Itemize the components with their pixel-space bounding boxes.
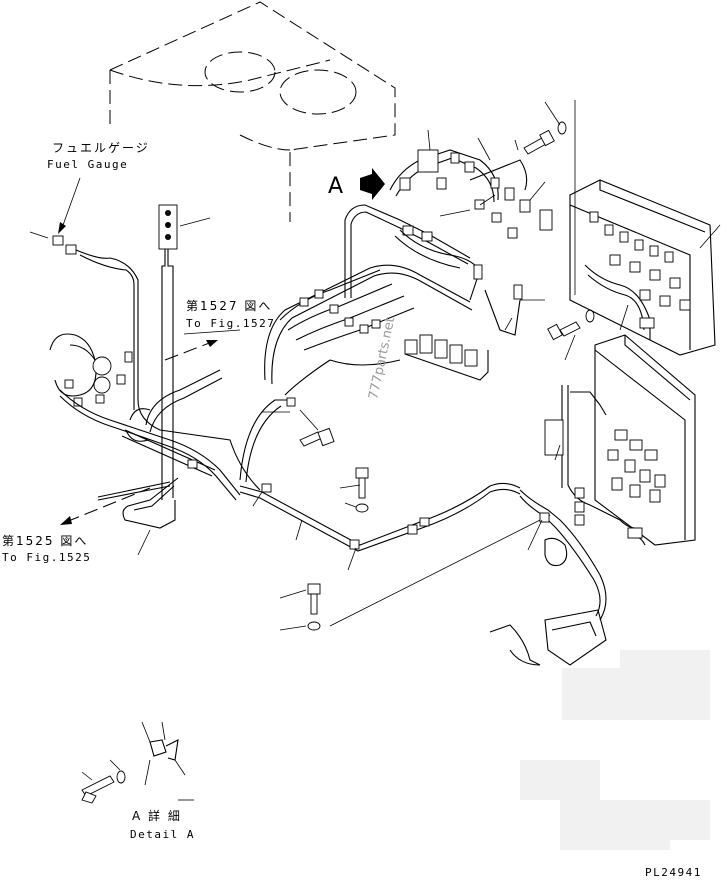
drawing-number: PL24941 (645, 866, 702, 879)
switch-panel (158, 204, 211, 500)
watermark: 777parts.net (366, 316, 398, 401)
fig1525-label-jp: 第1525 図へ (2, 534, 88, 548)
fuse-box (569, 100, 716, 356)
fuel-gauge-label-jp: フュエルゲージ (52, 141, 150, 155)
fuel-gauge-label-en: Fuel Gauge (47, 158, 128, 171)
bolts-and-washers (299, 121, 595, 631)
fig1527-label-en: To Fig.1527 (186, 317, 275, 330)
fuel-tank-outline (109, 1, 396, 222)
view-arrow-A: A (328, 168, 385, 200)
main-harness (97, 359, 521, 552)
fig1525-label-en: To Fig.1525 (2, 551, 91, 564)
valve-harness-area (264, 264, 489, 385)
lower-right-harness (489, 489, 607, 666)
detail-a: A 詳 細 Detail A (81, 721, 195, 841)
detail-label-jp: A 詳 細 (132, 808, 182, 823)
fig1527-label-jp: 第1527 図へ (186, 299, 272, 313)
leader-lines (137, 101, 721, 631)
view-marker-label: A (328, 174, 343, 199)
callout-labels: フュエルゲージ Fuel Gauge 第1527 図へ To Fig.1527 … (2, 141, 275, 564)
watermark-text: 777parts.net (366, 316, 398, 401)
fuel-gauge-harness (29, 231, 261, 491)
left-connector-cluster (49, 333, 241, 501)
background-ghost-shapes (520, 650, 710, 850)
top-connector-cluster (344, 149, 553, 336)
controller-box (544, 334, 696, 546)
callout-arrows (58, 177, 241, 525)
detail-label-en: Detail A (130, 828, 195, 841)
